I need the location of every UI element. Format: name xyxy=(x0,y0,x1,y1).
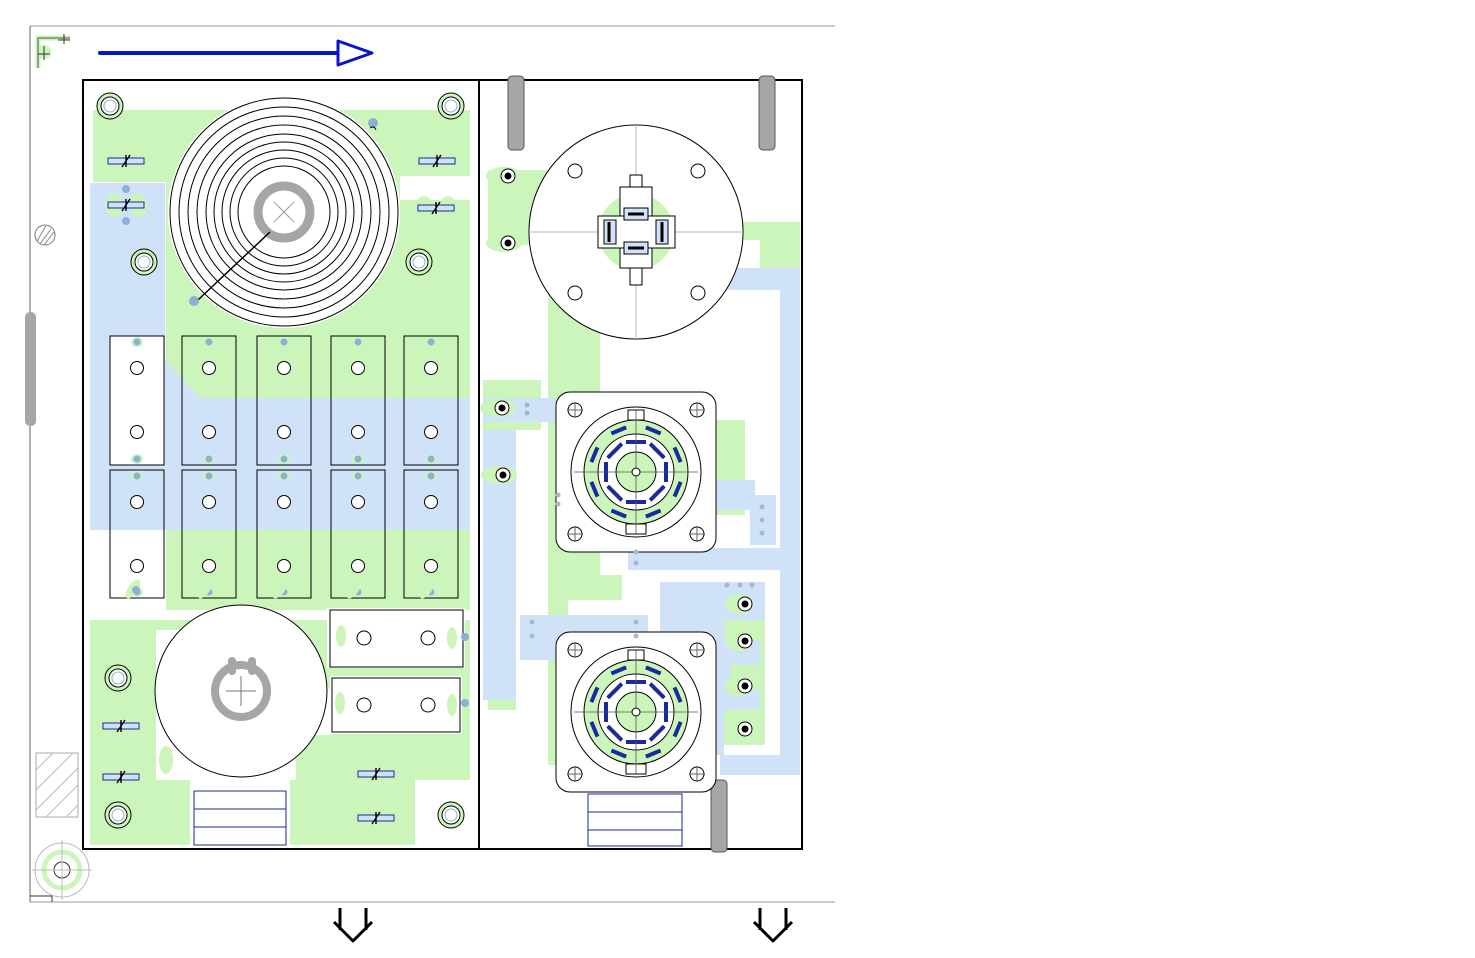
relay-socket-icon xyxy=(110,336,164,465)
via xyxy=(634,550,639,555)
via xyxy=(556,502,561,507)
via xyxy=(760,505,765,510)
via xyxy=(281,473,288,480)
via xyxy=(281,456,288,463)
down-arrow-icon xyxy=(754,908,792,941)
terminal-icon xyxy=(480,399,516,417)
corner-marker-icon xyxy=(37,34,70,68)
via xyxy=(760,531,765,536)
via xyxy=(634,620,639,625)
via xyxy=(132,586,140,594)
via xyxy=(461,699,469,707)
via xyxy=(530,634,535,639)
via xyxy=(525,403,530,408)
terminal-icon xyxy=(725,594,753,614)
mounting-hole-icon xyxy=(406,249,432,275)
via xyxy=(634,561,639,566)
tube-socket-octal-lower xyxy=(556,632,716,792)
via xyxy=(634,634,639,639)
via xyxy=(760,518,765,523)
side-hardware xyxy=(25,225,78,817)
terminal-icon xyxy=(486,234,522,252)
via xyxy=(428,473,435,480)
via xyxy=(122,185,130,193)
via xyxy=(525,411,530,416)
mounting-hole-icon xyxy=(105,665,131,691)
left-board xyxy=(83,80,479,849)
via xyxy=(206,473,213,480)
mounting-hole-icon xyxy=(97,93,123,119)
via xyxy=(206,456,213,463)
tube-socket-round xyxy=(529,125,743,339)
terminal-icon xyxy=(725,676,753,696)
via xyxy=(556,493,561,498)
mounting-hole-icon xyxy=(105,802,131,828)
tube-socket-octal-upper xyxy=(556,392,716,552)
via xyxy=(461,633,469,641)
via xyxy=(750,583,755,588)
mounting-hole-icon xyxy=(131,249,157,275)
via xyxy=(530,620,535,625)
via xyxy=(206,339,213,346)
via xyxy=(134,456,141,463)
via xyxy=(134,339,141,346)
via xyxy=(122,217,130,225)
down-arrow-icon xyxy=(334,908,372,941)
via xyxy=(738,583,743,588)
spiral-coil-icon xyxy=(168,96,400,328)
small-coil-icon xyxy=(155,605,327,777)
via xyxy=(355,473,362,480)
direction-arrow-icon xyxy=(100,41,372,65)
via xyxy=(355,339,362,346)
via xyxy=(355,456,362,463)
terminal-icon xyxy=(481,466,517,484)
mounting-hole-icon xyxy=(438,802,464,828)
via xyxy=(189,296,199,306)
via xyxy=(134,473,141,480)
via xyxy=(725,583,730,588)
title-block-right xyxy=(588,794,682,846)
terminal-icon xyxy=(725,631,753,651)
mounting-hole-icon xyxy=(438,93,464,119)
via xyxy=(428,456,435,463)
title-block-left xyxy=(194,791,286,845)
right-board xyxy=(479,76,802,852)
terminal-icon xyxy=(486,167,522,185)
terminal-icon xyxy=(725,719,753,739)
via xyxy=(281,339,288,346)
via xyxy=(428,339,435,346)
